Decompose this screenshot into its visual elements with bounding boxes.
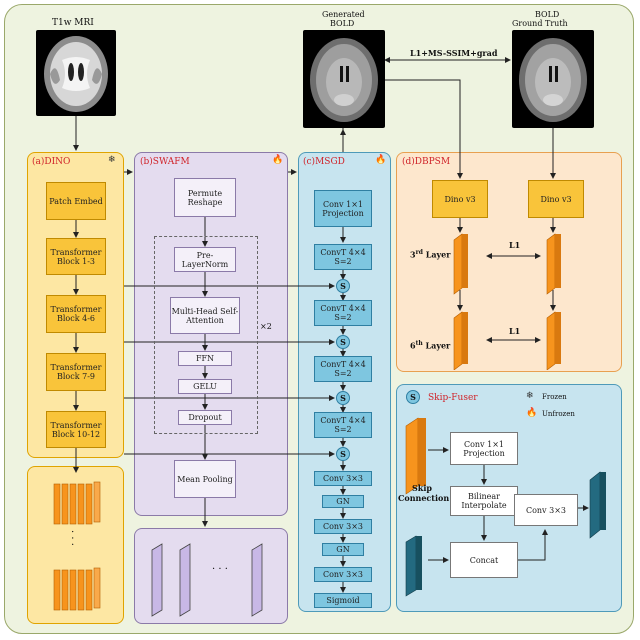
t1w-label: T1w MRI: [52, 18, 94, 28]
transformer-block-3: Transformer Block 7-9: [46, 353, 106, 391]
dbpsm-layer-features-right: [546, 233, 561, 370]
patch-embed-block: Patch Embed: [46, 182, 106, 220]
unfrozen-icon: 🔥: [272, 155, 284, 165]
gelu-block: GELU: [178, 379, 232, 394]
frozen-icon: ❄: [108, 155, 116, 165]
fuser-conv3x3: Conv 3×3: [514, 494, 578, 526]
transformer-block-2: Transformer Block 4-6: [46, 295, 106, 333]
convt-block-2: ConvT 4×4 S=2: [314, 300, 372, 326]
skip-connection-label-2: Connection: [398, 493, 450, 503]
repeat-count: ×2: [260, 322, 272, 331]
skip-fuser-node-1: S: [336, 279, 350, 293]
ground-truth-bold-image: [512, 30, 594, 128]
legend-frozen-icon: ❄: [526, 391, 534, 401]
generated-label-line2: BOLD: [330, 19, 355, 28]
msgd-panel: [298, 152, 391, 612]
legend-frozen-label: Frozen: [542, 393, 567, 401]
skip-fuser-node-2: S: [336, 335, 350, 349]
mean-pooling-block: Mean Pooling: [174, 460, 236, 498]
generated-bold-image: [303, 30, 385, 128]
layer3-label: 3rd Layer: [410, 249, 451, 260]
convt-block-4: ConvT 4×4 S=2: [314, 412, 372, 438]
gt-label-line1: BOLD: [535, 10, 560, 19]
dino-v3-left: Dino v3: [432, 180, 488, 218]
dbpsm-layer-features-left: [453, 233, 468, 370]
fuser-concat: Concat: [450, 542, 518, 578]
generated-label-line1: Generated: [322, 10, 365, 19]
gt-label-line2: Ground Truth: [512, 19, 568, 28]
fuser-bilinear: Bilinear Interpolate: [450, 486, 518, 516]
swafm-repeat-group: [154, 236, 258, 434]
convt-block-1: ConvT 4×4 S=2: [314, 244, 372, 270]
layer6-label: 6th Layer: [410, 340, 451, 351]
msgd-gn-2: GN: [322, 543, 364, 556]
transformer-block-4: Transformer Block 10-12: [46, 411, 106, 448]
fuser-output-feature: [589, 471, 606, 539]
transformer-block-1: Transformer Block 1-3: [46, 238, 106, 275]
fuser-conv1x1: Conv 1×1 Projection: [450, 432, 518, 465]
l1-label-layer6: L1: [509, 326, 521, 336]
ffn-block: FFN: [178, 351, 232, 366]
dinov-feature-stacks: [53, 481, 101, 611]
msgd-title: (c)MSGD: [303, 157, 345, 167]
msgd-sigmoid: Sigmoid: [314, 593, 372, 608]
msgd-conv3x3-3: Conv 3×3: [314, 567, 372, 582]
unfrozen-icon-msgd: 🔥: [375, 155, 387, 165]
swafm-title: (b)SWAFM: [140, 157, 190, 167]
legend-unfrozen-icon: 🔥: [526, 408, 538, 418]
pre-layernorm-block: Pre-LayerNorm: [174, 247, 236, 272]
skip-input-feature: [405, 417, 426, 495]
mhsa-block: Multi-Head Self-Attention: [170, 297, 240, 334]
convt-block-3: ConvT 4×4 S=2: [314, 356, 372, 382]
msgd-conv3x3-1: Conv 3×3: [314, 471, 372, 486]
skip-fuser-node-4: S: [336, 447, 350, 461]
dinov-stack-ellipsis: · · ·: [66, 530, 77, 546]
legend-unfrozen-label: Unfrozen: [542, 410, 575, 418]
dino-v3-right: Dino v3: [528, 180, 584, 218]
permute-reshape-block: Permute Reshape: [174, 178, 236, 217]
skip-fuser-title: Skip-Fuser: [428, 393, 478, 403]
skip-fuser-symbol: S: [406, 390, 420, 404]
dropout-block: Dropout: [178, 410, 232, 425]
msgd-conv3x3-2: Conv 3×3: [314, 519, 372, 534]
swafm-map-ellipsis: · · ·: [212, 564, 228, 575]
skip-connection-label-1: Skip: [412, 483, 432, 493]
swafm-feature-maps: [151, 543, 263, 617]
loss-label: L1+MS-SSIM+grad: [410, 48, 498, 58]
msgd-gn-1: GN: [322, 495, 364, 508]
t1w-brain-image: [36, 30, 116, 116]
dbpsm-title: (d)DBPSM: [402, 157, 451, 167]
fuser-decoder-input-feature: [405, 535, 422, 597]
skip-fuser-node-3: S: [336, 391, 350, 405]
msgd-conv1x1: Conv 1×1 Projection: [314, 190, 372, 227]
l1-label-layer3: L1: [509, 240, 521, 250]
dinov-title: (a)DINO: [32, 157, 71, 167]
